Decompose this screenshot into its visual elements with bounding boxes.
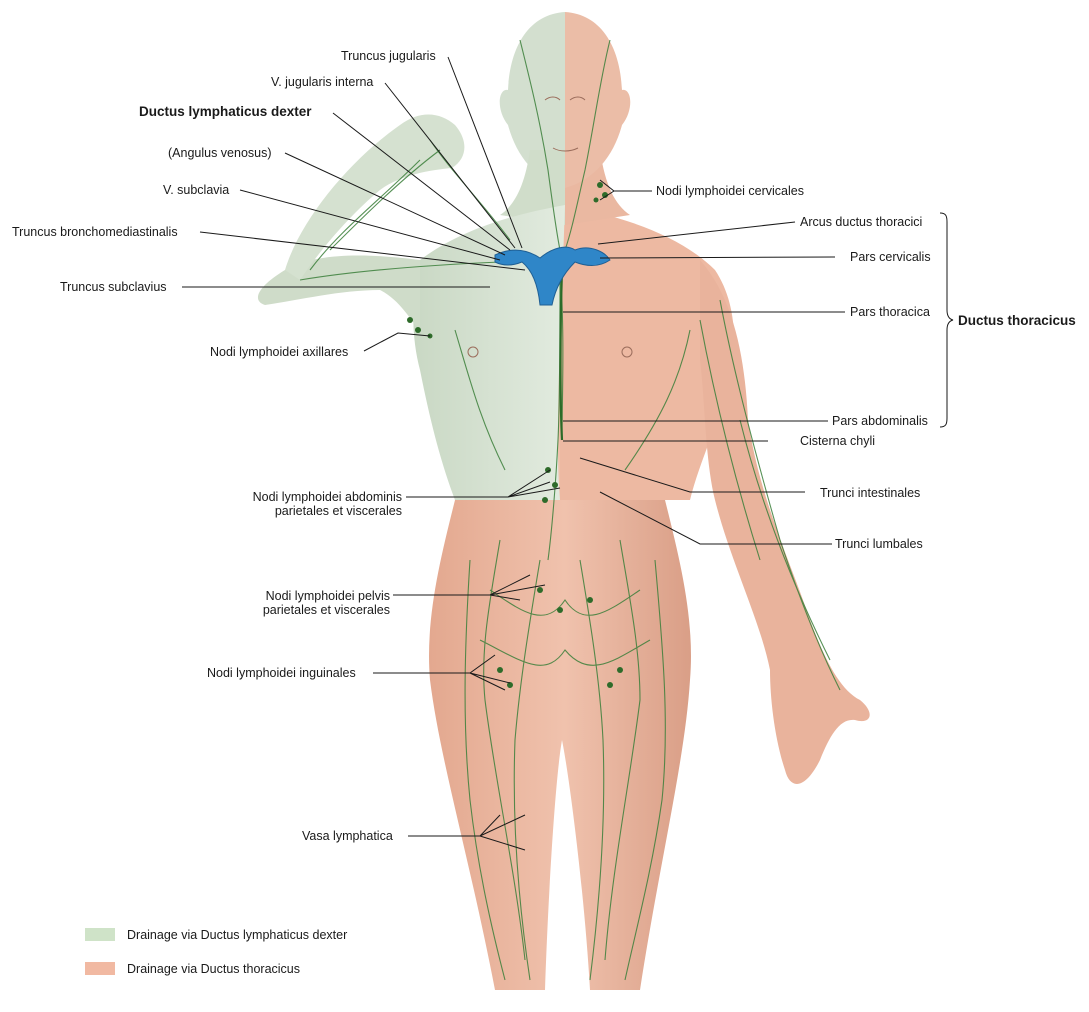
label-nodi-pelvis-line1: Nodi lymphoidei pelvis [235, 589, 390, 603]
legend-swatch-dexter [85, 928, 115, 941]
label-nodi-pelvis-line2: parietales et viscerales [235, 603, 390, 617]
label-ductus-thoracicus: Ductus thoracicus [958, 314, 1076, 328]
label-nodi-abdominis-line1: Nodi lymphoidei abdominis [230, 490, 402, 504]
label-trunci-intestinales: Trunci intestinales [820, 486, 920, 500]
label-nodi-axillares: Nodi lymphoidei axillares [210, 345, 348, 359]
label-trunci-lumbales: Trunci lumbales [835, 537, 923, 551]
label-nodi-abdominis: Nodi lymphoidei abdominis parietales et … [230, 490, 402, 518]
label-ductus-lymphaticus-dexter: Ductus lymphaticus dexter [139, 105, 312, 119]
label-nodi-pelvis: Nodi lymphoidei pelvis parietales et vis… [235, 589, 390, 617]
body-silhouette-pink [429, 12, 870, 990]
legend-item-thoracicus: Drainage via Ductus thoracicus [127, 961, 300, 977]
label-pars-cervicalis: Pars cervicalis [850, 250, 931, 264]
legend-swatch-thoracicus [85, 962, 115, 975]
label-arcus-ductus-thoracici: Arcus ductus thoracici [800, 215, 922, 229]
label-nodi-cervicales: Nodi lymphoidei cervicales [656, 184, 804, 198]
label-pars-abdominalis: Pars abdominalis [832, 414, 928, 428]
label-truncus-jugularis: Truncus jugularis [341, 49, 436, 63]
label-truncus-bronchomediastinalis: Truncus bronchomediastinalis [12, 225, 178, 239]
legend-label-thoracicus: Drainage via Ductus thoracicus [127, 962, 300, 976]
legend-label-dexter: Drainage via Ductus lymphaticus dexter [127, 928, 347, 942]
label-nodi-abdominis-line2: parietales et viscerales [230, 504, 402, 518]
label-vasa-lymphatica: Vasa lymphatica [302, 829, 393, 843]
label-nodi-inguinales: Nodi lymphoidei inguinales [207, 666, 356, 680]
legend-item-dexter: Drainage via Ductus lymphaticus dexter [127, 927, 347, 943]
label-pars-thoracica: Pars thoracica [850, 305, 930, 319]
label-angulus-venosus: (Angulus venosus) [168, 146, 272, 160]
label-truncus-subclavius: Truncus subclavius [60, 280, 167, 294]
label-v-jugularis-interna: V. jugularis interna [271, 75, 373, 89]
label-cisterna-chyli: Cisterna chyli [800, 434, 875, 448]
label-v-subclavia: V. subclavia [163, 183, 229, 197]
